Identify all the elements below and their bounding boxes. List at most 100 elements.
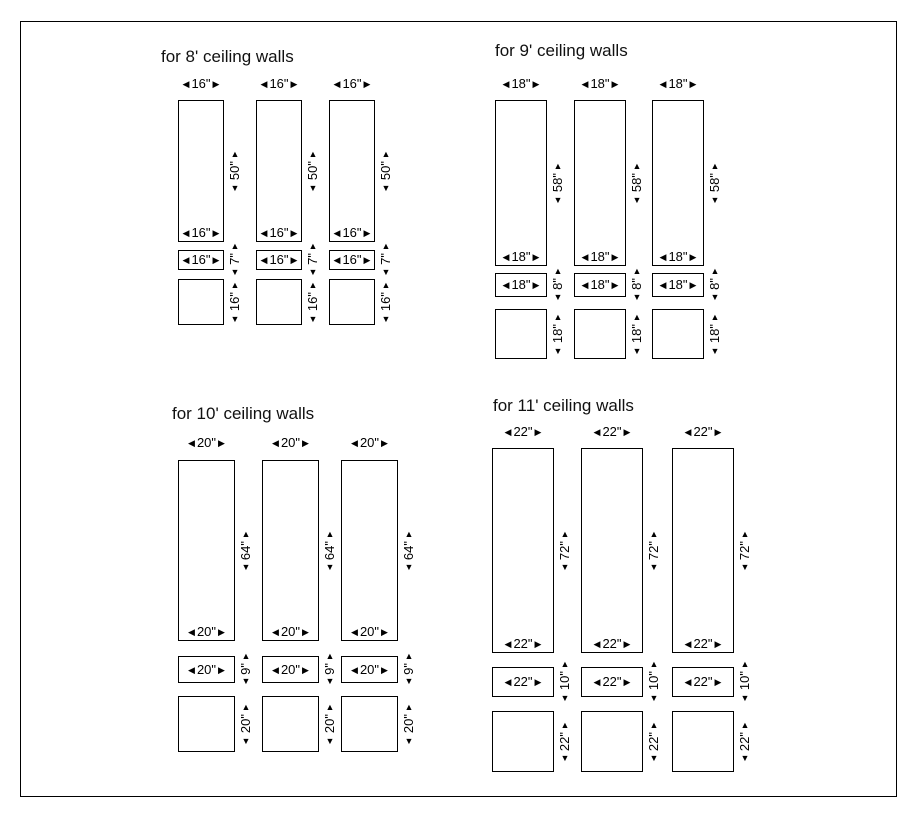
dimension-label: 20": [196, 624, 217, 639]
square-panel-height-dimension: ▲20"▼: [401, 696, 417, 752]
dimension-label: 18": [668, 277, 688, 292]
left-triangle-arrow-icon: ◀: [504, 639, 512, 649]
down-triangle-arrow-icon: ▼: [230, 266, 240, 277]
top-width-dimension: ◀20"▶: [170, 435, 243, 451]
left-triangle-arrow-icon: ◀: [260, 255, 268, 265]
short-panel: [495, 273, 547, 297]
tall-panel-width-dimension: ◀16"▶: [329, 225, 375, 241]
square-panel: [256, 279, 302, 325]
dimension-label: 18": [629, 324, 644, 344]
square-panel-height-dimension: ▲20"▼: [322, 696, 338, 752]
down-triangle-arrow-icon: ▼: [230, 313, 240, 324]
down-triangle-arrow-icon: ▼: [740, 692, 750, 703]
tall-panel-height-dimension: ▲58"▼: [629, 140, 645, 226]
up-triangle-arrow-icon: ▲: [325, 528, 335, 539]
up-triangle-arrow-icon: ▲: [308, 149, 318, 160]
dimension-label: 20": [196, 435, 217, 450]
top-width-dimension: ◀18"▶: [487, 76, 555, 92]
short-panel: [178, 250, 224, 270]
short-panel: [492, 667, 554, 697]
dimension-label: 8": [629, 278, 644, 290]
square-panel-height-dimension: ▲20"▼: [238, 696, 254, 752]
right-triangle-arrow-icon: ▶: [218, 438, 225, 448]
top-width-dimension: ◀20"▶: [254, 435, 327, 451]
dimension-label: 20": [280, 624, 301, 639]
dimension-label: 16": [191, 225, 211, 240]
dimension-label: 9": [322, 662, 337, 675]
dimension-label: 10": [737, 671, 752, 691]
square-panel-height-dimension: ▲16"▼: [227, 279, 243, 325]
short-panel-height-dimension: ▲9"▼: [401, 646, 417, 691]
short-panel-width-dimension: ◀18"▶: [652, 277, 704, 293]
short-panel-width-dimension: ◀20"▶: [262, 662, 319, 678]
up-triangle-arrow-icon: ▲: [553, 266, 563, 277]
short-panel-width-dimension: ◀20"▶: [178, 662, 235, 678]
dimension-label: 22": [513, 636, 533, 651]
dimension-label: 64": [238, 540, 253, 561]
down-triangle-arrow-icon: ▼: [230, 182, 240, 193]
left-triangle-arrow-icon: ◀: [659, 280, 667, 290]
short-panel-width-dimension: ◀22"▶: [672, 674, 734, 690]
dimension-label: 64": [322, 540, 337, 561]
down-triangle-arrow-icon: ▼: [632, 194, 642, 205]
right-triangle-arrow-icon: ▶: [611, 252, 619, 262]
right-triangle-arrow-icon: ▶: [532, 280, 540, 290]
short-panel: [672, 667, 734, 697]
dimension-label: 22": [602, 636, 622, 651]
up-triangle-arrow-icon: ▲: [381, 280, 391, 291]
dimension-label: 9": [238, 662, 253, 675]
square-panel: [581, 711, 643, 772]
dimension-label: 16": [191, 76, 211, 91]
dimension-label: 16": [269, 252, 289, 267]
top-width-dimension: ◀18"▶: [566, 76, 634, 92]
square-panel-height-dimension: ▲18"▼: [707, 309, 723, 359]
tall-panel: [672, 448, 734, 653]
top-width-dimension: ◀22"▶: [664, 424, 742, 440]
left-triangle-arrow-icon: ◀: [502, 280, 510, 290]
left-triangle-arrow-icon: ◀: [593, 639, 601, 649]
dimension-label: 8": [707, 278, 722, 290]
left-triangle-arrow-icon: ◀: [351, 627, 358, 637]
dimension-label: 20": [359, 661, 380, 677]
dimension-label: 20": [280, 661, 301, 677]
up-triangle-arrow-icon: ▲: [560, 719, 570, 730]
diagram-frame: [20, 21, 897, 797]
up-triangle-arrow-icon: ▲: [404, 702, 414, 713]
tall-panel: [256, 100, 302, 242]
square-panel: [495, 309, 547, 359]
dimension-label: 18": [707, 324, 722, 344]
left-triangle-arrow-icon: ◀: [581, 280, 589, 290]
tall-panel-height-dimension: ▲58"▼: [550, 140, 566, 226]
right-triangle-arrow-icon: ▶: [714, 677, 722, 687]
square-panel-height-dimension: ▲22"▼: [557, 711, 573, 772]
down-triangle-arrow-icon: ▼: [560, 692, 570, 703]
dimension-label: 58": [707, 173, 722, 193]
left-triangle-arrow-icon: ◀: [260, 79, 268, 89]
left-triangle-arrow-icon: ◀: [333, 79, 341, 89]
left-triangle-arrow-icon: ◀: [351, 664, 358, 675]
tall-panel-height-dimension: ▲50"▼: [305, 140, 321, 202]
dimension-label: 18": [668, 76, 688, 91]
right-triangle-arrow-icon: ▶: [689, 252, 697, 262]
up-triangle-arrow-icon: ▲: [325, 650, 335, 661]
up-triangle-arrow-icon: ▲: [325, 702, 335, 713]
left-triangle-arrow-icon: ◀: [182, 79, 190, 89]
left-triangle-arrow-icon: ◀: [502, 252, 510, 262]
right-triangle-arrow-icon: ▶: [212, 79, 220, 89]
dimension-label: 18": [668, 249, 688, 264]
left-triangle-arrow-icon: ◀: [684, 677, 692, 687]
up-triangle-arrow-icon: ▲: [740, 659, 750, 670]
right-triangle-arrow-icon: ▶: [623, 427, 631, 437]
short-panel-height-dimension: ▲7"▼: [227, 240, 243, 278]
up-triangle-arrow-icon: ▲: [230, 241, 240, 252]
short-panel-width-dimension: ◀16"▶: [256, 252, 302, 268]
tall-panel: [329, 100, 375, 242]
right-triangle-arrow-icon: ▶: [534, 427, 542, 437]
dimension-label: 16": [305, 292, 320, 312]
dimension-label: 22": [737, 731, 752, 752]
square-panel: [178, 696, 235, 752]
square-panel: [178, 279, 224, 325]
left-triangle-arrow-icon: ◀: [581, 79, 589, 89]
tall-panel: [341, 460, 398, 641]
dimension-label: 16": [342, 225, 362, 240]
